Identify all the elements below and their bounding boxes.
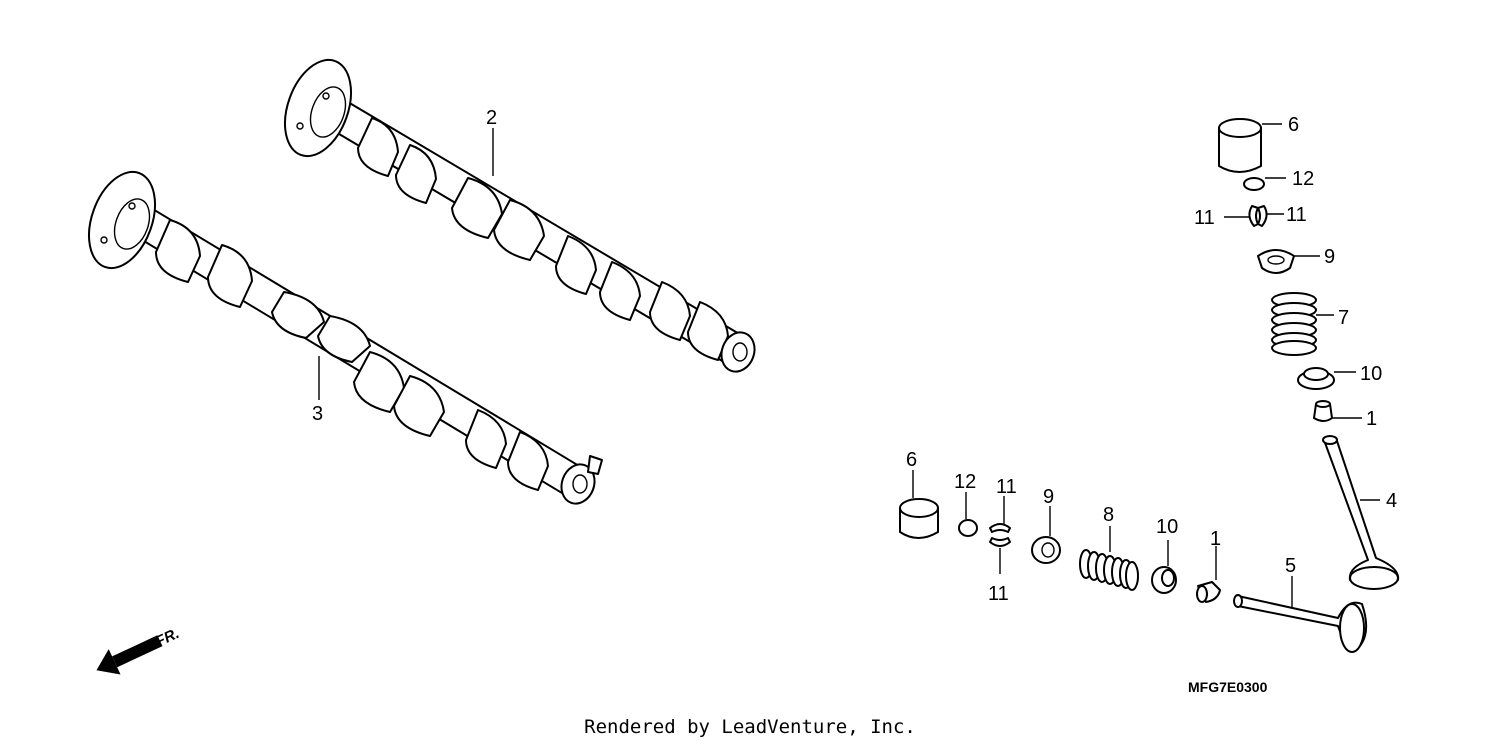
callout-b-seal: 1 [1210, 528, 1221, 550]
valve-assembly-horizontal: 6 12 11 11 9 [899, 449, 1368, 653]
camshaft-upper[interactable] [273, 51, 760, 377]
spring-horizontal[interactable] [1079, 549, 1139, 591]
front-arrow-icon [96, 649, 121, 675]
callout-r-cotter-right: 11 [1286, 204, 1307, 226]
spring-seat-vertical[interactable] [1297, 367, 1335, 390]
callout-r-seat: 10 [1360, 363, 1382, 385]
shim-horizontal[interactable] [958, 519, 978, 537]
camshaft-lower[interactable] [77, 163, 603, 509]
spring-vertical[interactable] [1271, 292, 1317, 356]
callout-b-shim: 12 [954, 471, 976, 493]
front-direction-marker: FR. [96, 625, 182, 675]
callout-b-seat: 10 [1156, 516, 1178, 538]
callout-r-seal: 1 [1366, 408, 1377, 430]
callout-r-shim: 12 [1292, 168, 1314, 190]
lifter-vertical[interactable] [1218, 118, 1262, 173]
callout-b-retainer: 9 [1043, 486, 1054, 508]
callout-b-spring: 8 [1103, 504, 1114, 526]
stem-seal-horizontal[interactable] [1196, 581, 1221, 603]
callout-b-cotter-top: 11 [996, 476, 1017, 498]
stem-seal-vertical[interactable] [1313, 400, 1333, 422]
cotters-vertical[interactable] [1248, 205, 1268, 227]
cotters-horizontal[interactable] [989, 523, 1011, 547]
callout-cam-lower: 3 [312, 403, 323, 425]
valve-vertical[interactable] [1322, 435, 1400, 590]
footer-credit: Rendered by LeadVenture, Inc. [584, 716, 916, 738]
front-marker-label: FR. [153, 625, 182, 651]
callout-r-cotter-left: 11 [1194, 207, 1215, 229]
front-arrow-shaft [112, 635, 163, 668]
retainer-vertical[interactable] [1257, 249, 1295, 274]
callout-r-retainer: 9 [1324, 246, 1335, 268]
callout-b-cotter-bottom: 11 [988, 583, 1009, 605]
callout-b-lifter: 6 [906, 449, 917, 471]
callout-r-lifter: 6 [1288, 114, 1299, 136]
shim-vertical[interactable] [1243, 177, 1265, 191]
callout-cam-upper: 2 [486, 107, 497, 129]
drawing-code: MFG7E0300 [1188, 679, 1268, 695]
spring-seat-horizontal[interactable] [1151, 566, 1177, 594]
callout-r-spring: 7 [1338, 307, 1349, 329]
valve-assembly-vertical: 6 12 11 11 9 7 [1194, 114, 1400, 590]
valve-horizontal[interactable] [1233, 594, 1368, 653]
callout-r-valve: 4 [1386, 490, 1397, 512]
lifter-horizontal[interactable] [899, 498, 939, 539]
retainer-horizontal[interactable] [1031, 536, 1061, 564]
callout-b-valve: 5 [1285, 555, 1296, 577]
